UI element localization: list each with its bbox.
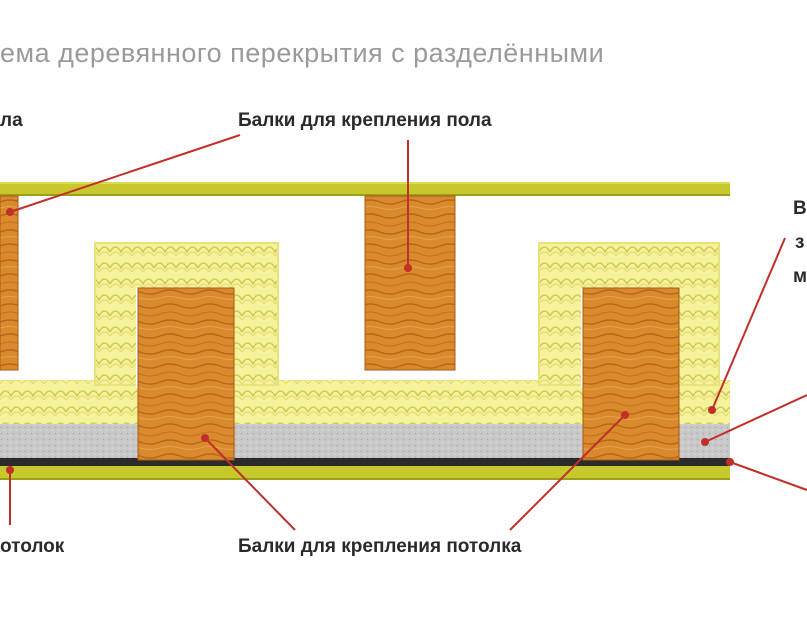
leader-ceiling-board-right [729,461,807,491]
label-right-1: В [793,198,807,219]
label-ceiling-beams: Балки для крепления потолка [238,536,522,557]
leader-lines [6,134,807,531]
label-ceiling-left: отолок [0,536,65,557]
ceiling-board [0,458,730,480]
floor-beam-center [364,195,456,371]
label-floor-beams: Балки для крепления пола [238,110,492,131]
leader-membrane [704,394,807,443]
floor-board [0,182,730,196]
diagram-title: ема деревянного перекрытия с разделённым… [0,38,605,68]
leader-insulation [711,237,786,411]
label-right-2: з [795,232,805,253]
label-right-3: м [793,266,807,287]
leader-floor-beam-left [9,134,241,213]
ceiling-beam-2 [582,287,680,461]
floor-beam-left [0,195,19,371]
ceiling-beam-1 [137,287,235,461]
label-floor-left: ла [0,110,23,131]
leader-ceiling-beam-2 [509,414,626,531]
leader-ceiling-beam-1 [204,437,296,531]
